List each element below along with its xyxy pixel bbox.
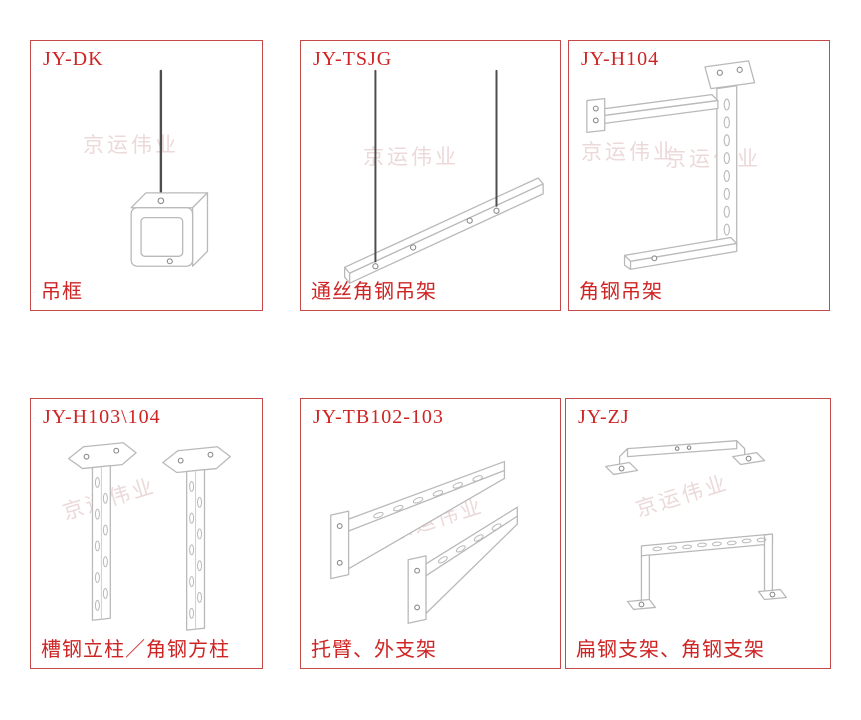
product-code: JY-TB102-103 xyxy=(313,406,444,428)
channel-columns-drawing xyxy=(68,442,231,631)
product-code: JY-ZJ xyxy=(578,406,630,428)
product-panel-jy-tb102-103: 京运伟业 xyxy=(300,398,561,669)
flat-steel-brackets-drawing xyxy=(605,440,787,611)
product-code: JY-H104 xyxy=(581,48,660,70)
product-name: 扁钢支架、角钢支架 xyxy=(576,639,765,661)
angle-steel-hanger-drawing xyxy=(586,60,756,270)
product-code: JY-H103\104 xyxy=(43,406,161,428)
threaded-rod-angle-hanger-drawing xyxy=(344,69,544,284)
product-panel-jy-tsjg: 京运伟业 JY-TSJG 通丝角钢吊架 xyxy=(300,40,561,311)
product-name: 槽钢立柱／角钢方柱 xyxy=(41,639,230,661)
product-code: JY-TSJG xyxy=(313,48,393,70)
product-panel-jy-h104: 京运伟业 京运伟业 xyxy=(568,40,830,311)
cantilever-arms-drawing xyxy=(330,460,518,624)
product-name: 吊框 xyxy=(41,281,83,303)
product-name: 角钢吊架 xyxy=(579,281,663,303)
product-panel-jy-zj: 京运伟业 xyxy=(565,398,831,669)
product-code: JY-DK xyxy=(43,48,104,70)
hanging-frame-drawing xyxy=(130,69,209,267)
product-name: 托臂、外支架 xyxy=(311,639,437,661)
product-name: 通丝角钢吊架 xyxy=(311,281,437,303)
product-panel-jy-h103-104: 京运伟业 xyxy=(30,398,263,669)
product-panel-jy-dk: 京运伟业 JY-DK 吊框 xyxy=(30,40,263,311)
